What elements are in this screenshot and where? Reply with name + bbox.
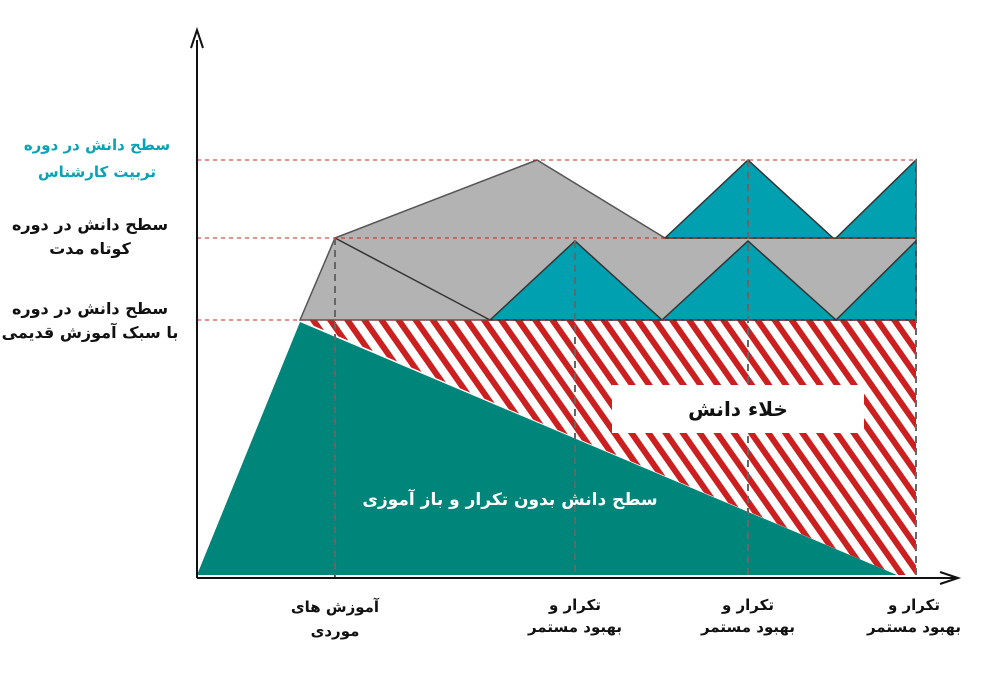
x-label-repeat-3-1: تکرار و bbox=[887, 596, 940, 614]
repetition-triangle-upper-2 bbox=[834, 158, 917, 239]
knowledge-gap-region bbox=[300, 320, 916, 575]
x-label-repeat-3-2: بهبود مستمر bbox=[866, 618, 961, 636]
x-label-repeat-1-1: تکرار و bbox=[548, 596, 601, 614]
y-label-old-style-1: سطح دانش در دوره bbox=[12, 299, 168, 318]
x-axis-arrow-icon bbox=[939, 571, 962, 585]
knowledge-decay-label: سطح دانش بدون تکرار و باز آموزی bbox=[362, 488, 657, 510]
x-label-training-2: موردی bbox=[311, 622, 360, 640]
y-label-old-style-2: با سبک آموزش قدیمی bbox=[2, 322, 179, 342]
knowledge-gap-label-box bbox=[612, 385, 864, 433]
x-label-training-1: آموزش های bbox=[291, 598, 380, 616]
y-label-expert-2: تربیت کارشناس bbox=[38, 163, 156, 181]
knowledge-gap-label: خلاء دانش bbox=[688, 397, 788, 421]
gray-decline-line bbox=[334, 237, 491, 321]
x-label-repeat-2-1: تکرار و bbox=[721, 596, 774, 614]
y-label-expert-1: سطح دانش در دوره bbox=[24, 136, 170, 154]
knowledge-decay-region bbox=[197, 322, 897, 575]
y-axis-arrow-icon bbox=[190, 26, 204, 49]
y-label-short-term-1: سطح دانش در دوره bbox=[12, 215, 168, 234]
x-label-repeat-2-2: بهبود مستمر bbox=[700, 618, 795, 636]
y-label-short-term-2: کوتاه مدت bbox=[49, 239, 131, 258]
x-label-repeat-1-2: بهبود مستمر bbox=[527, 618, 622, 636]
